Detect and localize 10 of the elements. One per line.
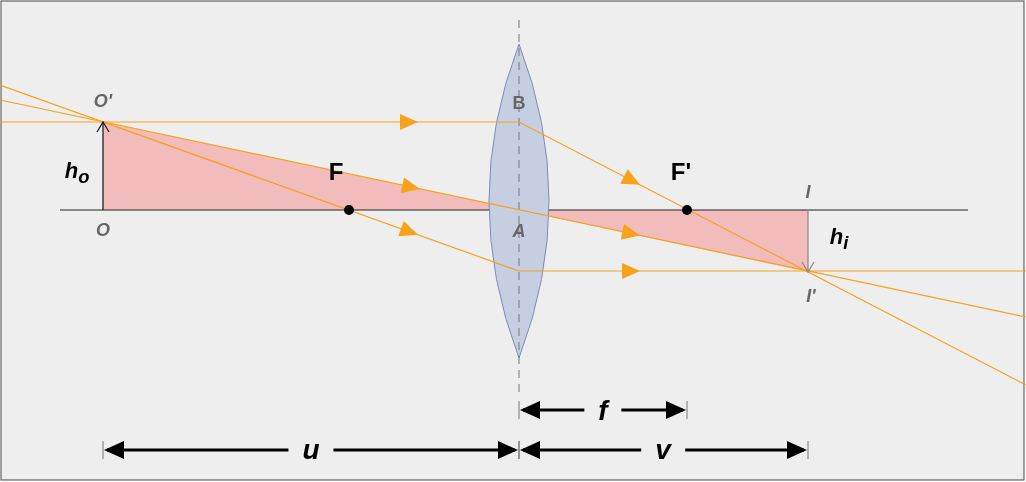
point-label: O'	[93, 92, 113, 110]
height-label: h$_{o}$	[64, 159, 90, 187]
point-label: I	[805, 183, 811, 201]
point-label: I'	[806, 287, 816, 305]
focal-point-label: F	[328, 160, 344, 184]
point-label: O	[96, 221, 110, 239]
focal-point-label: F'	[670, 160, 692, 184]
point-label: B	[512, 94, 526, 112]
point-label: A	[512, 222, 526, 240]
height-label: h$_{i}$	[829, 225, 849, 253]
